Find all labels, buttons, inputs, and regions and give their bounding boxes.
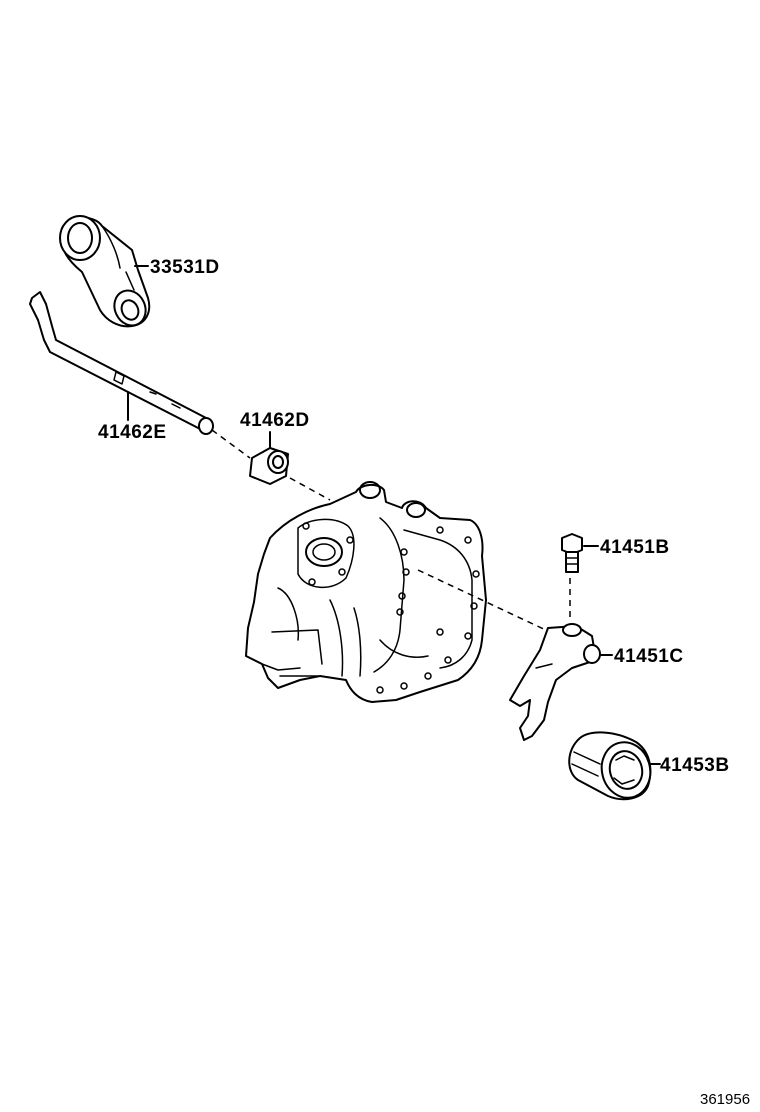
shift-rod-41462e-drawing	[29, 291, 214, 435]
transfer-case-housing-drawing	[245, 481, 487, 703]
label-41451c: 41451C	[614, 646, 684, 667]
label-41451b: 41451B	[600, 537, 670, 558]
alignment-line-fork	[417, 569, 551, 633]
alignment-line-rod	[211, 429, 251, 459]
label-41453b: 41453B	[660, 755, 730, 776]
label-41462d: 41462D	[240, 410, 310, 431]
boot-33531d-drawing	[59, 215, 151, 328]
bolt-41451b-drawing	[561, 533, 599, 573]
bushing-41462d-drawing	[249, 431, 289, 485]
label-41462e: 41462E	[98, 422, 167, 443]
shift-fork-41451c-drawing	[509, 623, 613, 741]
label-33531d: 33531D	[150, 257, 220, 278]
sleeve-41453b-drawing	[568, 731, 661, 801]
alignment-line-bushing	[289, 477, 331, 501]
housing-bolt-holes	[302, 522, 480, 694]
figure-number: 361956	[700, 1091, 750, 1108]
